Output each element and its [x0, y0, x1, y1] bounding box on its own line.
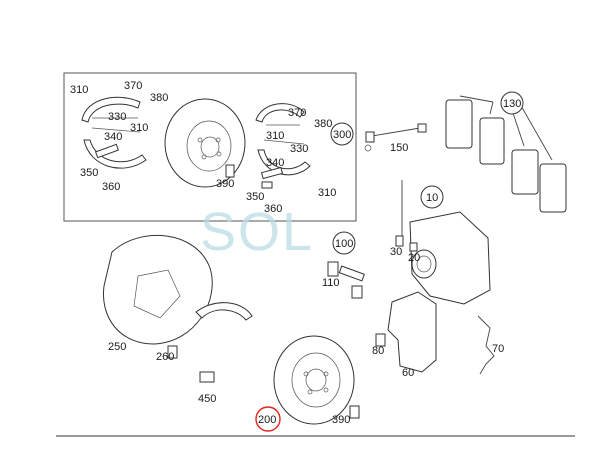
label-70: 70 [492, 343, 504, 355]
label-310: 310 [70, 84, 88, 96]
label-350: 350 [80, 167, 98, 179]
disc-bolt [349, 405, 360, 419]
label-310: 310 [318, 187, 336, 199]
label-80: 80 [372, 345, 384, 357]
label-380: 380 [150, 92, 168, 104]
cap-part [409, 242, 418, 252]
backing-plate [103, 234, 213, 345]
shoe-kit-frame [63, 72, 357, 222]
parking-shoe [195, 302, 253, 321]
label-390: 390 [332, 414, 350, 426]
label-340: 340 [266, 157, 284, 169]
label-20: 20 [408, 252, 420, 264]
brake-pads [445, 95, 567, 213]
label-350: 350 [246, 191, 264, 203]
callout-circle-100 [332, 231, 356, 255]
label-250: 250 [108, 341, 126, 353]
label-60: 60 [402, 367, 414, 379]
label-360: 360 [102, 181, 120, 193]
upper-brake-disc [164, 98, 246, 188]
lower-brake-disc [273, 335, 355, 425]
label-330: 330 [108, 111, 126, 123]
label-300: 300 [333, 129, 351, 141]
guide-pins [327, 261, 365, 299]
label-330: 330 [290, 143, 308, 155]
wear-sensor [364, 123, 427, 152]
label-200: 200 [258, 414, 276, 426]
bolt-part [225, 164, 235, 178]
label-30: 30 [390, 246, 402, 258]
label-450: 450 [198, 393, 216, 405]
label-340: 340 [104, 131, 122, 143]
label-10: 10 [426, 192, 438, 204]
adjuster-part [199, 371, 215, 383]
anti-rattle-spring [477, 315, 495, 375]
callout-circle-300 [330, 122, 354, 146]
backing-bolt [167, 345, 178, 359]
label-310: 310 [130, 122, 148, 134]
bleeder-bolt [395, 235, 404, 247]
label-130: 130 [503, 98, 521, 110]
label-370: 370 [288, 107, 306, 119]
label-100: 100 [335, 238, 353, 250]
left-brake-shoes [81, 96, 147, 169]
callout-circle-130 [500, 91, 524, 115]
spring-part [261, 181, 273, 189]
label-380: 380 [314, 118, 332, 130]
right-brake-shoes [255, 103, 311, 180]
label-360: 360 [264, 203, 282, 215]
label-390: 390 [216, 178, 234, 190]
watermark-text: SOL [200, 202, 314, 262]
label-150: 150 [390, 142, 408, 154]
callout-circle-10 [420, 185, 444, 209]
label-370: 370 [124, 80, 142, 92]
brake-caliper [401, 180, 491, 305]
label-110: 110 [322, 277, 340, 289]
caliper-bracket [375, 291, 437, 373]
label-310: 310 [266, 130, 284, 142]
callout-circle-200 [255, 406, 281, 432]
label-260: 260 [156, 351, 174, 363]
